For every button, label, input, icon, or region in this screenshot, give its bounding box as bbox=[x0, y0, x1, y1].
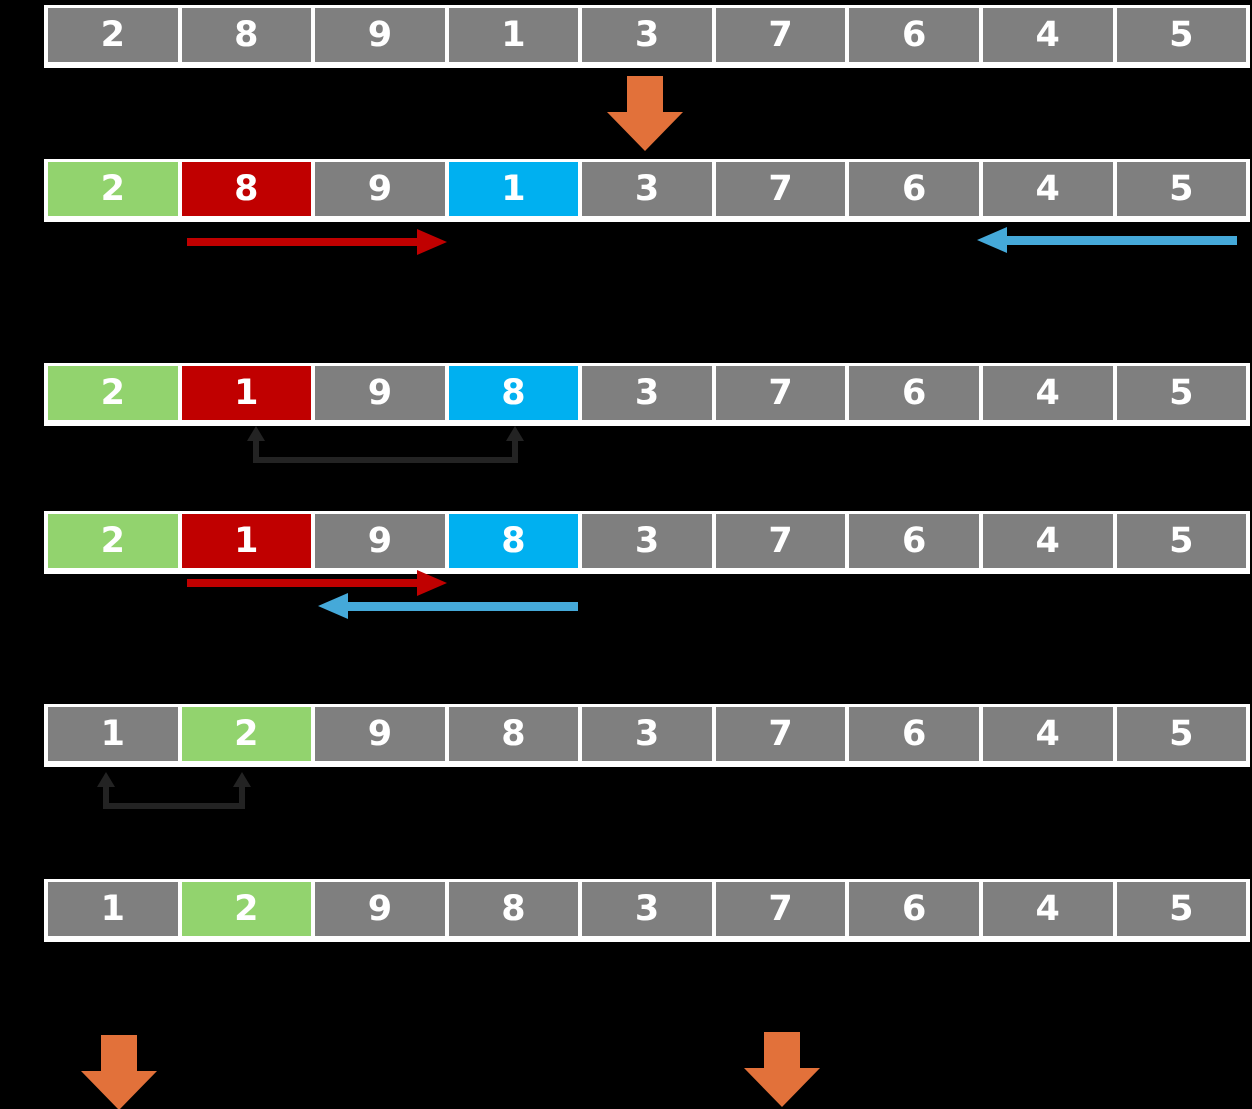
array-cell: 8 bbox=[448, 882, 579, 936]
swap-connector-1-and-2-icon bbox=[97, 772, 251, 809]
array-cell: 3 bbox=[582, 707, 712, 761]
array-cell: 4 bbox=[982, 882, 1113, 936]
array-cell: 1 bbox=[181, 514, 312, 568]
array-cell: 2 bbox=[181, 882, 312, 936]
array-cell: 3 bbox=[582, 882, 712, 936]
recurse-right-partition-down-arrow-icon bbox=[744, 1032, 820, 1107]
array-cell: 9 bbox=[315, 366, 445, 420]
right-scan-left-arrow-icon bbox=[977, 227, 1237, 253]
array-cell: 1 bbox=[181, 366, 312, 420]
array-cell: 7 bbox=[715, 366, 846, 420]
array-cell: 8 bbox=[448, 514, 579, 568]
array-cell: 6 bbox=[849, 8, 979, 62]
array-cell: 5 bbox=[1116, 366, 1247, 420]
left-scan-right-arrow-2-icon bbox=[187, 570, 447, 596]
array-cell: 1 bbox=[448, 8, 579, 62]
array-cell: 7 bbox=[715, 8, 846, 62]
array-cell: 4 bbox=[982, 8, 1113, 62]
array-cell: 2 bbox=[48, 514, 178, 568]
step-down-arrow-icon bbox=[607, 76, 683, 151]
array-cell: 9 bbox=[315, 707, 445, 761]
array-cell: 8 bbox=[448, 366, 579, 420]
array-cell: 4 bbox=[982, 366, 1113, 420]
array-cell: 6 bbox=[849, 514, 979, 568]
array-cell: 4 bbox=[982, 514, 1113, 568]
array-cell: 2 bbox=[181, 707, 312, 761]
array-cell: 5 bbox=[1116, 162, 1247, 216]
array-cell: 9 bbox=[315, 514, 445, 568]
array-cell: 5 bbox=[1116, 882, 1247, 936]
swap-connector-1-and-8-icon bbox=[247, 426, 524, 463]
array-cell: 9 bbox=[315, 162, 445, 216]
array-cell: 5 bbox=[1116, 707, 1247, 761]
array-cell: 6 bbox=[849, 707, 979, 761]
array-cell: 7 bbox=[715, 882, 846, 936]
array-cell: 6 bbox=[849, 162, 979, 216]
array-cell: 8 bbox=[448, 707, 579, 761]
array-cell: 5 bbox=[1116, 514, 1247, 568]
array-cell: 5 bbox=[1116, 8, 1247, 62]
array-cell: 2 bbox=[48, 162, 178, 216]
array-cell: 3 bbox=[582, 8, 712, 62]
array-cell: 3 bbox=[582, 514, 712, 568]
array-cell: 6 bbox=[849, 882, 979, 936]
array-cell: 2 bbox=[48, 366, 178, 420]
array-cell: 7 bbox=[715, 514, 846, 568]
right-scan-left-arrow-2-icon bbox=[318, 593, 578, 619]
array-cell: 4 bbox=[982, 162, 1113, 216]
array-cell: 2 bbox=[48, 8, 178, 62]
left-scan-right-arrow-icon bbox=[187, 229, 447, 255]
recurse-left-partition-down-arrow-icon bbox=[81, 1035, 157, 1109]
array-cell: 3 bbox=[582, 162, 712, 216]
array-cell: 8 bbox=[181, 162, 312, 216]
array-cell: 9 bbox=[315, 8, 445, 62]
array-cell: 4 bbox=[982, 707, 1113, 761]
array-cell: 7 bbox=[715, 707, 846, 761]
array-cell: 1 bbox=[448, 162, 579, 216]
array-cell: 7 bbox=[715, 162, 846, 216]
array-cell: 6 bbox=[849, 366, 979, 420]
array-cell: 1 bbox=[48, 882, 178, 936]
array-cell: 9 bbox=[315, 882, 445, 936]
array-cell: 3 bbox=[582, 366, 712, 420]
array-cell: 1 bbox=[48, 707, 178, 761]
array-cell: 8 bbox=[181, 8, 312, 62]
